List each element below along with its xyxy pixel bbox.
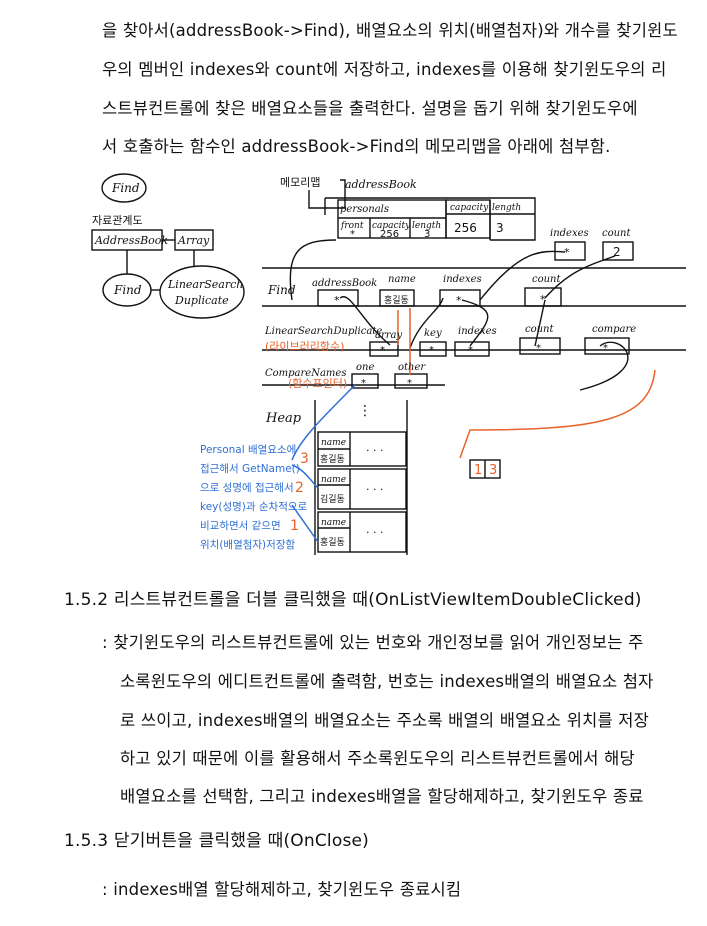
front-length-value: 3 [424,229,430,240]
capacity-label: capacity [372,221,411,231]
capacity-value: 256 [454,221,477,235]
count-top-label: count [602,228,632,239]
indexes-var2: indexes [458,326,497,337]
section-heading: 1.5.2 리스트뷰컨트롤을 더블 클릭했을 때(OnListViewItemD… [64,590,642,610]
indexes-top-label: indexes [550,228,589,239]
heap-row-ellipsis: · · · [366,444,383,457]
intro-line: 서 호출하는 함수인 addressBook->Find의 메모리맵을 아래에 … [102,137,611,156]
section-line: 하고 있기 때문에 이를 활용해서 주소록윈도우의 리스트뷰컨트롤에서 해당 [120,749,635,768]
name-var: name [388,274,416,285]
address-book-label: addressBook [345,178,417,191]
compare-star: * [603,343,608,354]
heap-row-ellipsis: · · · [366,483,383,496]
other-var: other [398,362,426,373]
struct-find: Find [111,181,140,195]
lsd-note: (라이브러리함수) [265,340,344,353]
indexes-top-star: * [564,246,570,259]
count-var2: count [525,324,555,335]
indexes2-star: * [468,345,473,356]
find-node [101,173,147,203]
indexes-star: * [456,294,462,307]
one-star: * [361,378,366,389]
step-1: 1 [290,518,299,534]
result-1: 1 [474,463,482,478]
section-line: : 찾기윈도우의 리스트뷰컨트롤에 있는 번호와 개인정보를 읽어 개인정보는 … [102,633,644,652]
array-var: array [375,330,402,341]
heap-annotation-line: 비교하면서 같으면 [200,519,281,532]
count-top-value: 2 [613,245,621,259]
memory-map-label: 메모리맵 [280,176,320,189]
lsd-row-label: LinearSearchDuplicate [264,326,382,337]
struct-relation: 자료관계도 [92,214,143,227]
other-star: * [407,378,412,389]
section-heading: 1.5.3 닫기버튼을 클릭했을 때(OnClose) [64,831,369,851]
heap-row-value: 김길동 [320,493,345,505]
addr-book-star: * [334,294,340,307]
heap-row-field: name [321,438,346,448]
one-var: one [356,362,374,373]
front-star: * [350,229,355,240]
array-star: * [380,345,385,356]
count-star: * [540,293,546,306]
struct-array: Array [177,234,210,247]
heap-row-field: name [321,475,346,485]
capacity-label-top: capacity [450,203,489,213]
count-var: count [532,274,562,285]
heap-row-ellipsis: · · · [366,526,383,539]
compare-var: compare [592,324,636,335]
section-line: : indexes배열 할당해제하고, 찾기윈도우 종료시킴 [102,880,462,899]
heap-dots: ⋮ [358,403,372,419]
cmp-row-label: CompareNames [265,368,346,379]
length-value: 3 [496,221,504,235]
step-3: 3 [300,451,309,467]
cmp-note: (함수포인터) [288,377,347,390]
intro-line: 을 찾아서(addressBook->Find), 배열요소의 위치(배열첨자)… [102,21,678,40]
indexes-var: indexes [443,274,482,285]
heap-row-value: 홍길동 [320,536,345,548]
section-line: 로 쓰이고, indexes배열의 배열요소는 주소록 배열의 배열요소 위치를… [120,711,650,730]
addr-book-var: addressBook [312,278,377,289]
struct-linear-search: LinearSearch [167,278,243,291]
step-2: 2 [295,480,304,496]
heap-annotation-line: 위치(배열첨자)저장함 [200,538,295,551]
front-label: front [340,221,364,231]
length-label-top: length [492,203,521,213]
heap-row-field: name [321,518,346,528]
result-3: 3 [489,463,497,478]
key-var: key [424,328,442,339]
length-label: length [412,221,441,231]
intro-line: 스트뷰컨트롤에 찾은 배열요소들을 출력한다. 설명을 돕기 위해 찾기윈도우에 [102,99,638,118]
struct-duplicate: Duplicate [174,294,229,307]
heap-annotation-line: key(성명)과 순차적으로 [200,501,308,513]
memory-map-diagram: (라이브러리함수) (함수포인터) 1 3 3 2 1 Find 자료관계도 A… [91,173,686,555]
front-capacity-value: 256 [380,229,399,240]
name-val: 홍길동 [384,294,409,306]
section-line: 배열요소를 선택함, 그리고 indexes배열을 할당해제하고, 찾기윈도우 … [120,787,644,806]
heap-label: Heap [265,411,302,426]
personals-label: personals [340,204,389,215]
section-line: 소록윈도우의 에디트컨트롤에 출력함, 번호는 indexes배열의 배열요소 … [120,672,654,691]
linear-search-node [159,265,245,319]
struct-address-book: AddressBook [94,234,168,247]
heap-annotation-line: 으로 성명에 접근해서 [200,481,294,494]
find-row-label: Find [267,283,296,297]
heap-row-value: 홍길동 [320,453,345,465]
heap-annotation-line: Personal 배열요소에 [200,444,296,456]
intro-line: 우의 멤버인 indexes와 count에 저장하고, indexes를 이용… [102,60,667,79]
key-star: * [429,345,434,356]
count2-star: * [536,343,541,354]
struct-find2: Find [113,283,142,297]
heap-annotation-line: 접근해서 GetName() [200,462,300,475]
